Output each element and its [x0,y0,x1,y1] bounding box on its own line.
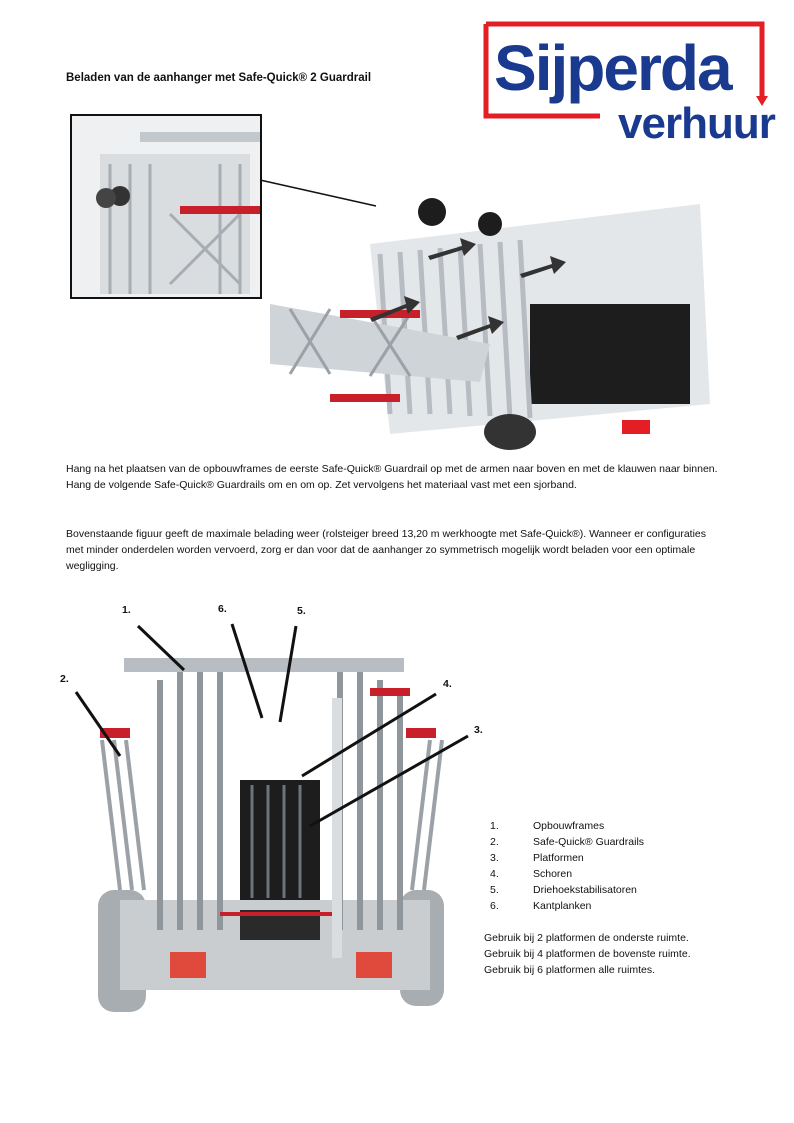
legend-label: Platformen [533,852,584,864]
legend-number: 1. [490,820,499,832]
legend-number: 5. [490,884,499,896]
legend-label: Schoren [533,868,573,880]
callout-3: 3. [474,724,483,736]
instruction-paragraph-1: Hang na het plaatsen van de opbouwframes… [66,463,718,491]
legend-item: 5. Driehoekstabilisatoren [490,882,644,898]
callout-1: 1. [122,604,131,616]
legend-label: Driehoekstabilisatoren [533,884,637,896]
usage-note: Gebruik bij 6 platformen alle ruimtes. [484,964,655,976]
svg-text:Sijperda: Sijperda [494,32,733,104]
legend-label: Safe-Quick® Guardrails [533,836,645,848]
parts-legend: 1.Opbouwframes 2.Safe-Quick® Guardrails … [490,818,644,914]
trailer-side-illustration [70,114,710,450]
legend-item: 1. Opbouwframes [490,818,644,834]
legend-item: 2. Safe-Quick® Guardrails [490,834,644,850]
inset-detail-image [70,114,262,299]
trailer-rear-illustration [74,623,469,1012]
usage-note: Gebruik bij 4 platformen de bovenste rui… [484,948,691,960]
callout-4: 4. [443,678,452,690]
callout-5: 5. [297,605,306,617]
sijperda-logo: Sijperda verhuur [483,21,776,146]
usage-note: Gebruik bij 2 platformen de onderste rui… [484,932,689,944]
svg-text:verhuur: verhuur [618,99,776,146]
usage-notes: Gebruik bij 2 platformen de onderste rui… [484,930,691,978]
legend-item: 4. Schoren [490,866,644,882]
instruction-paragraph-2: Bovenstaande figuur geeft de maximale be… [66,528,707,572]
legend-label: Opbouwframes [533,820,605,832]
legend-number: 6. [490,900,499,912]
legend-item: 3. Platformen [490,850,644,866]
legend-number: 4. [490,868,499,880]
page-title: Beladen van de aanhanger met Safe-Quick®… [66,72,372,84]
legend-number: 3. [490,852,499,864]
legend-item: 6. Kantplanken [490,898,644,914]
legend-label: Kantplanken [533,900,592,912]
callout-6: 6. [218,603,227,615]
callout-2: 2. [60,673,69,685]
legend-number: 2. [490,836,499,848]
